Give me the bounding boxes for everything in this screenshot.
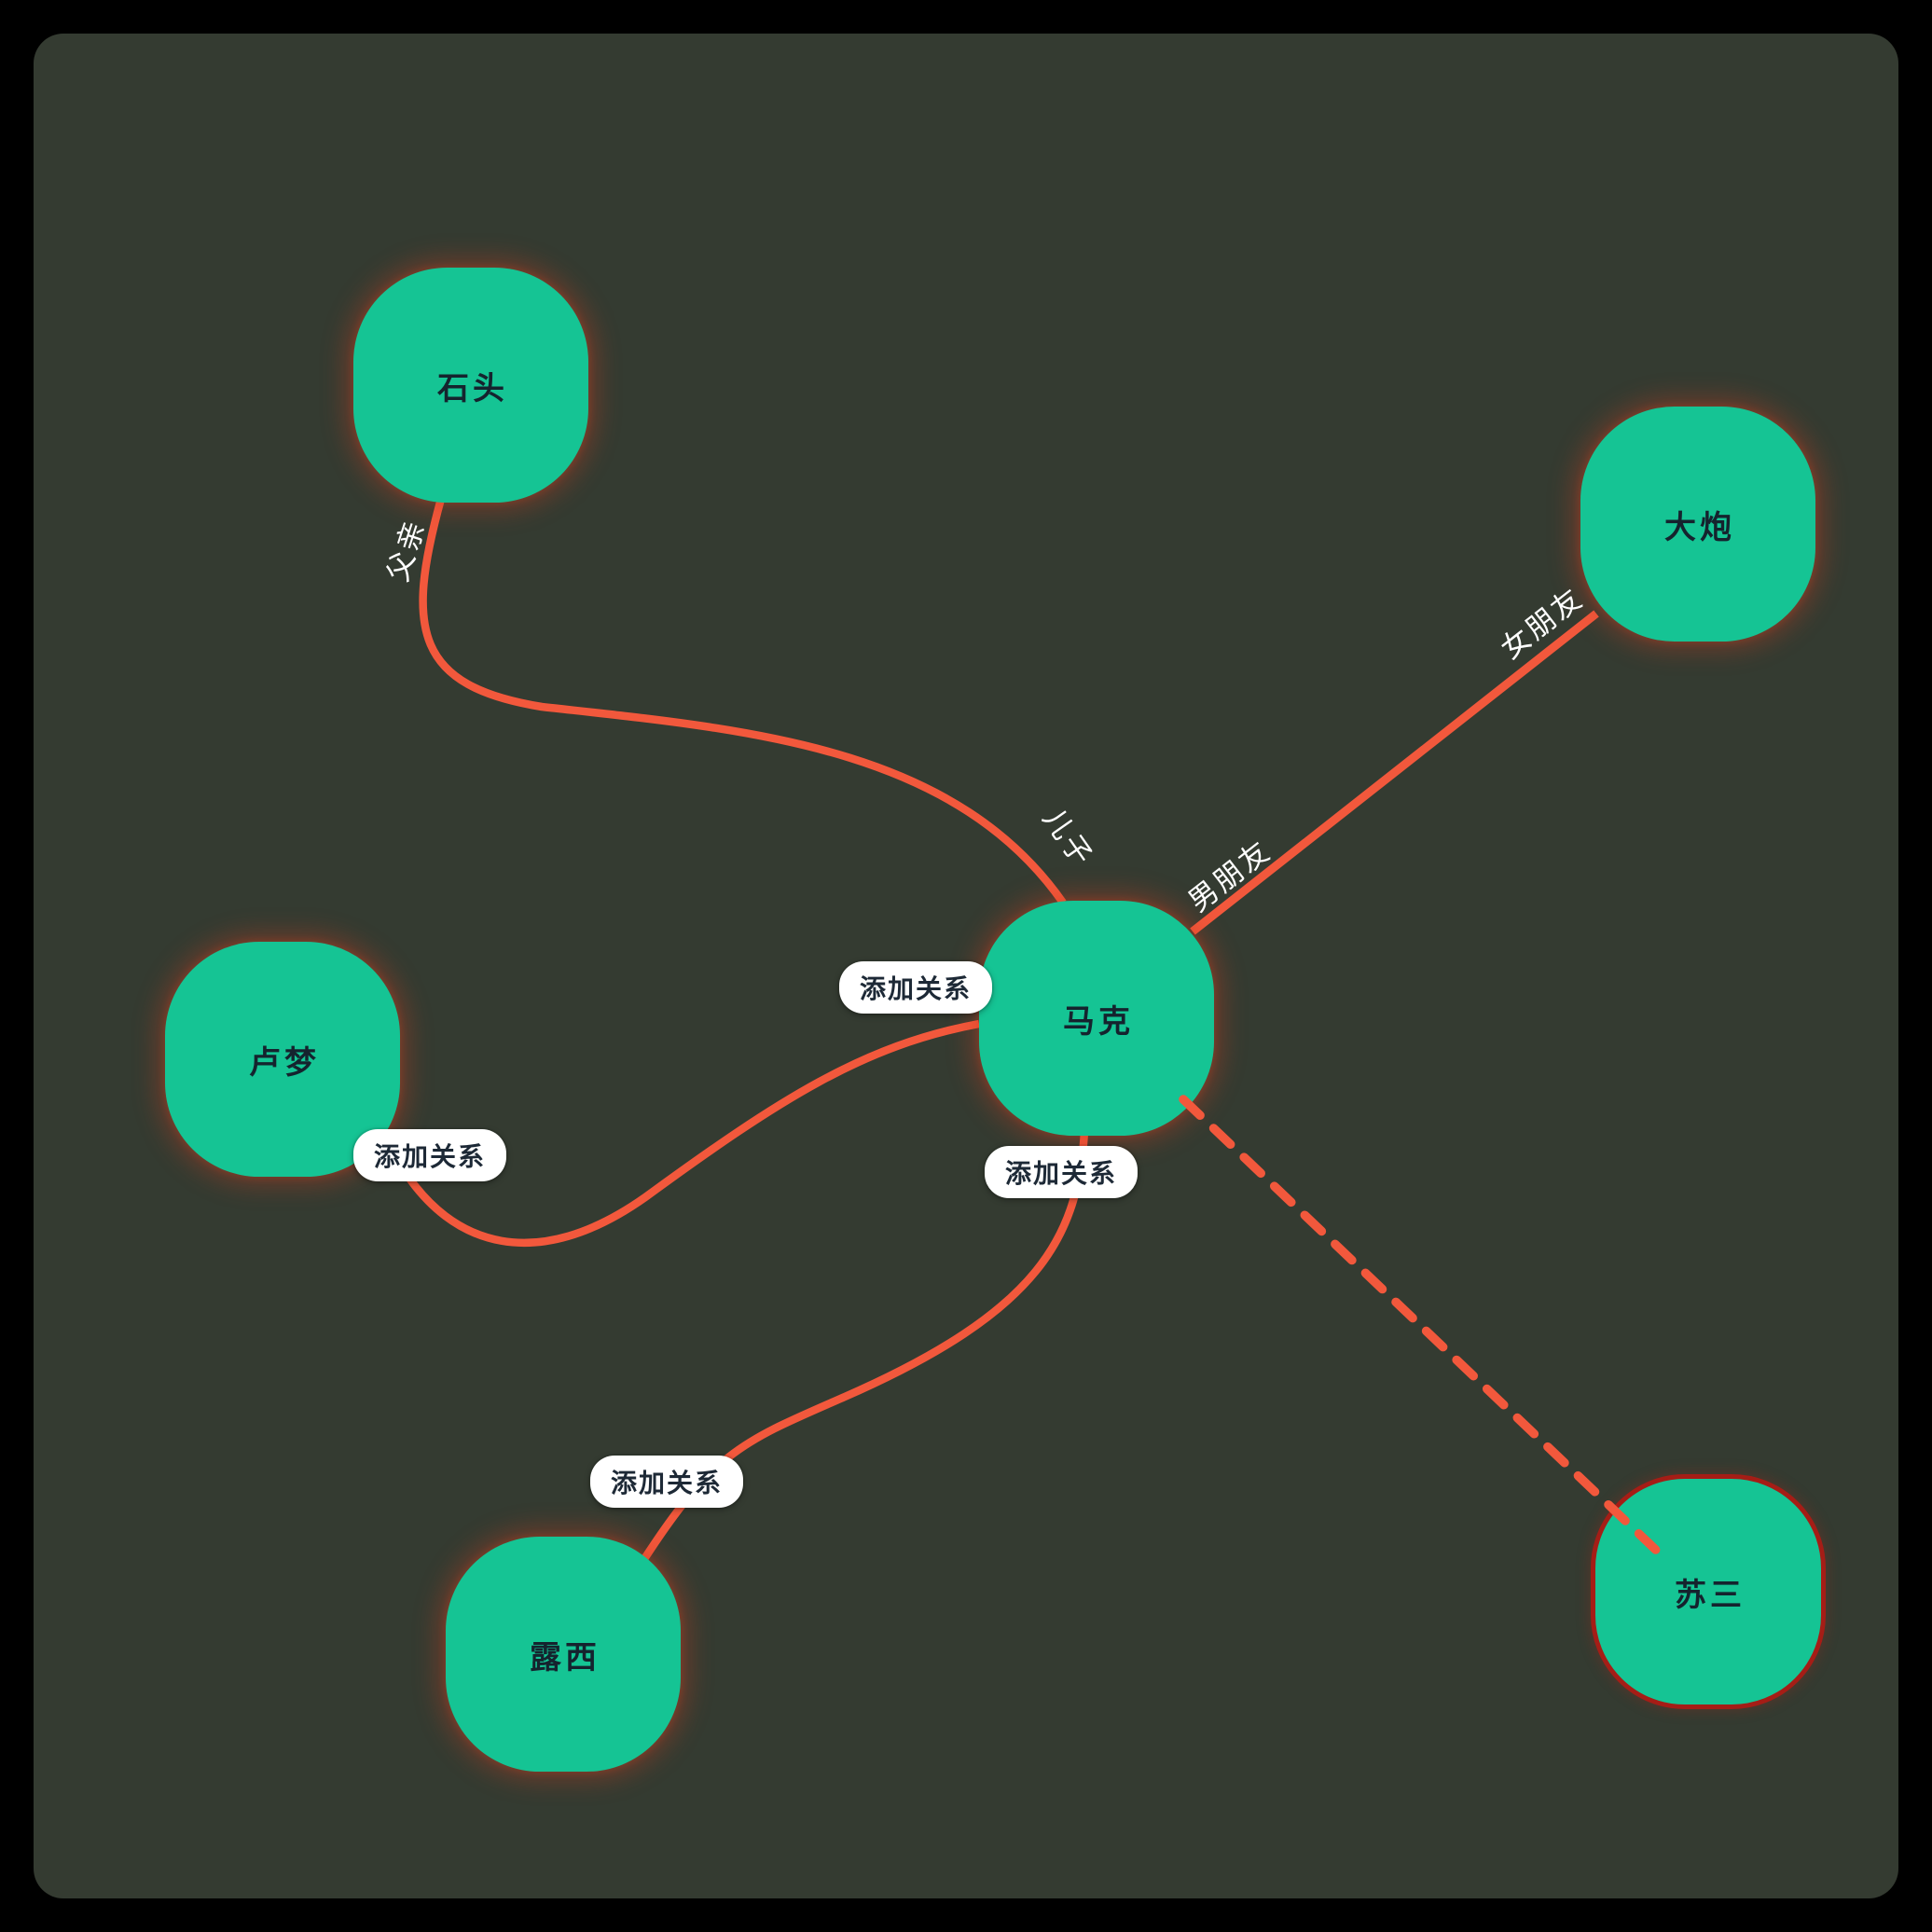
add-relation-button-luxi[interactable]: 添加关系: [589, 1456, 744, 1508]
add-relation-button-make-bottom[interactable]: 添加关系: [984, 1146, 1138, 1198]
edge-shitou-make[interactable]: [419, 497, 1067, 905]
node-shitou-label: 石头: [437, 370, 508, 407]
add-relation-button-make-left[interactable]: 添加关系: [838, 961, 993, 1014]
node-luxi[interactable]: 露西: [446, 1537, 681, 1772]
node-dapao[interactable]: 大炮: [1580, 407, 1815, 642]
node-luxi-label: 露西: [530, 1639, 600, 1676]
node-susan[interactable]: 苏三: [1591, 1474, 1826, 1709]
node-make-label: 马克: [1063, 1003, 1134, 1040]
node-lumeng-label: 卢梦: [249, 1044, 320, 1081]
graph-canvas[interactable]: 石头 大炮 马克 卢梦 露西 苏三 父亲 儿子 女朋友 男朋友 添加关系 添加关…: [34, 34, 1898, 1898]
edge-lumeng-make-pending[interactable]: [397, 1019, 980, 1248]
node-susan-label: 苏三: [1675, 1577, 1746, 1613]
node-dapao-label: 大炮: [1664, 509, 1735, 545]
add-relation-button-lumeng[interactable]: 添加关系: [352, 1129, 507, 1181]
node-make[interactable]: 马克: [979, 901, 1214, 1136]
edge-dapao-make[interactable]: [1190, 610, 1599, 935]
node-shitou[interactable]: 石头: [353, 268, 588, 503]
